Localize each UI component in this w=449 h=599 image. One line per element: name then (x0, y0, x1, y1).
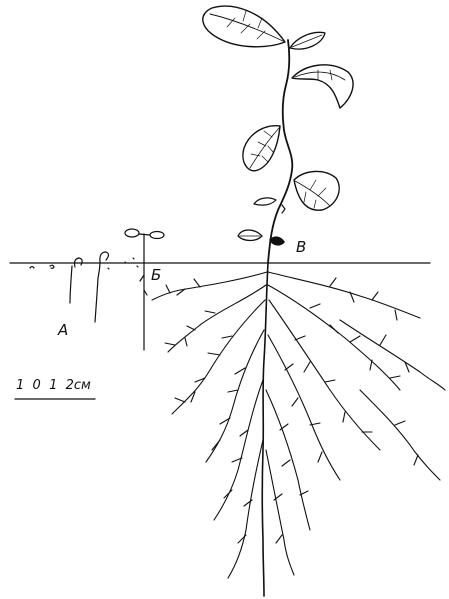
mature-plant-stage-v (152, 6, 445, 596)
leaf-small-node (254, 198, 276, 205)
seedling-stage-b (125, 229, 164, 350)
leaf-right-middle (294, 171, 339, 210)
leaf-top (203, 6, 285, 47)
scale-bar-label: 1 0 1 2см (16, 379, 91, 392)
cotyledon-right (270, 237, 284, 245)
main-stem (268, 40, 292, 263)
main-root (262, 263, 268, 596)
leaf-left-middle (243, 126, 280, 171)
label-stage-b: Б (151, 268, 161, 283)
lateral-roots (152, 272, 445, 578)
leaf-right-curled (292, 65, 353, 108)
label-stage-v: В (296, 240, 306, 255)
label-stage-a: А (58, 323, 68, 338)
cotyledon-left (238, 230, 262, 241)
